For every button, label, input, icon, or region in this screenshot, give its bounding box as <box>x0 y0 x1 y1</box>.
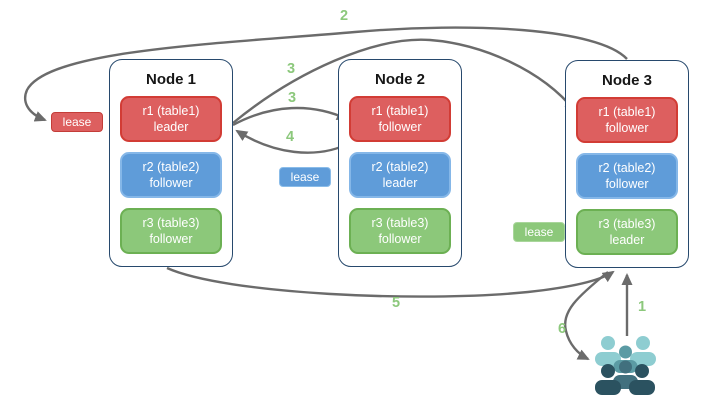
node-2-replica-r3: r3 (table3) follower <box>349 208 451 254</box>
arrow-step-4 <box>235 129 353 154</box>
step-label-5: 5 <box>391 295 401 311</box>
node-1-replica-r1: r1 (table1) leader <box>120 96 222 142</box>
step-label-1: 1 <box>637 299 647 315</box>
node-2-replica-r1: r1 (table1) follower <box>349 96 451 142</box>
replica-name: r1 (table1) <box>371 103 429 118</box>
replica-name: r3 (table3) <box>598 216 656 231</box>
replica-name: r2 (table2) <box>371 159 429 174</box>
users-group-icon <box>595 336 656 395</box>
node-1: Node 1 r1 (table1) leader r2 (table2) fo… <box>109 59 233 267</box>
replica-role: follower <box>605 121 649 135</box>
replica-role: follower <box>149 232 193 246</box>
replica-role: follower <box>378 120 422 134</box>
node-1-title: Node 1 <box>145 71 196 88</box>
lease-badge-r1: lease <box>51 112 103 132</box>
node-2-replica-r2: r2 (table2) leader <box>349 152 451 198</box>
arrow-step-6 <box>563 271 609 361</box>
replica-name: r2 (table2) <box>142 159 200 174</box>
step-label-3b: 3 <box>287 90 297 106</box>
step-label-3a: 3 <box>286 61 296 77</box>
replica-name: r1 (table1) <box>598 104 656 119</box>
arrow-step-2 <box>23 26 628 122</box>
node-3-replica-r2: r2 (table2) follower <box>576 153 678 199</box>
node-3-title: Node 3 <box>601 72 652 89</box>
replica-name: r2 (table2) <box>598 160 656 175</box>
node-1-replica-r2: r2 (table2) follower <box>120 152 222 198</box>
step-label-2: 2 <box>339 8 349 24</box>
node-3-replica-r1: r1 (table1) follower <box>576 97 678 143</box>
node-2: Node 2 r1 (table1) follower r2 (table2) … <box>338 59 462 267</box>
replica-name: r3 (table3) <box>142 215 200 230</box>
replica-role: leader <box>153 120 189 134</box>
replica-role: leader <box>382 176 418 190</box>
arrow-step-5 <box>166 266 615 298</box>
arrow-step-3-to-node2 <box>232 106 349 127</box>
replica-name: r1 (table1) <box>142 103 200 118</box>
step-label-6: 6 <box>557 321 567 337</box>
replica-role: follower <box>149 176 193 190</box>
node-3: Node 3 r1 (table1) follower r2 (table2) … <box>565 60 689 268</box>
node-3-replica-r3: r3 (table3) leader <box>576 209 678 255</box>
replica-role: follower <box>605 177 649 191</box>
arrow-step-3-to-node3 <box>232 38 577 124</box>
node-1-replica-r3: r3 (table3) follower <box>120 208 222 254</box>
replica-role: follower <box>378 232 422 246</box>
lease-badge-r2: lease <box>279 167 331 187</box>
node-2-title: Node 2 <box>374 71 425 88</box>
lease-badge-r3: lease <box>513 222 565 242</box>
replica-role: leader <box>609 233 645 247</box>
replica-name: r3 (table3) <box>371 215 429 230</box>
step-label-4: 4 <box>285 129 295 145</box>
